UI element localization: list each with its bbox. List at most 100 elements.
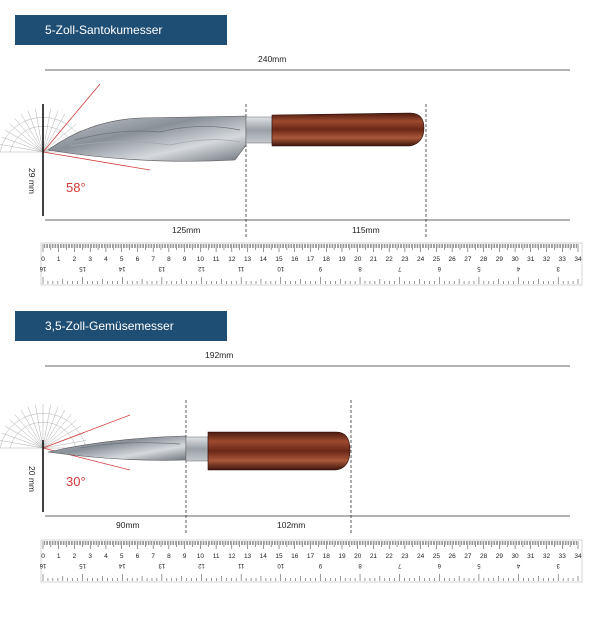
section1-angle-line-2 bbox=[42, 151, 151, 171]
ruler-top-number: 19 bbox=[338, 553, 346, 560]
ruler-bottom-number: 7 bbox=[397, 562, 401, 568]
ruler-top-number: 32 bbox=[543, 553, 551, 560]
protractor-ray bbox=[42, 113, 66, 153]
ruler-top-number: 2 bbox=[73, 553, 77, 560]
section1-title-banner: 5-Zoll-Santokumesser bbox=[15, 15, 227, 45]
ruler-bottom-number: 16 bbox=[39, 562, 46, 568]
protractor-ray bbox=[42, 414, 72, 449]
ruler-top-number: 15 bbox=[275, 256, 283, 263]
protractor-ray bbox=[0, 440, 44, 449]
ruler-top-number: 23 bbox=[401, 553, 409, 560]
ruler-top-number: 14 bbox=[260, 553, 268, 560]
ruler-top-number: 17 bbox=[307, 553, 315, 560]
ruler-top-number: 32 bbox=[543, 256, 551, 263]
ruler-top-number: 24 bbox=[417, 256, 425, 263]
ruler-top-number: 29 bbox=[496, 256, 504, 263]
protractor-ray bbox=[42, 440, 87, 449]
ruler-top-number: 28 bbox=[480, 256, 488, 263]
ruler-bottom-number: 6 bbox=[437, 562, 441, 568]
protractor-ray bbox=[42, 123, 77, 153]
ruler-top-number: 25 bbox=[433, 553, 441, 560]
protractor-ray bbox=[9, 123, 44, 153]
ruler-bottom-number: 9 bbox=[318, 562, 322, 568]
protractor-ray bbox=[14, 118, 44, 153]
ruler-top-number: 3 bbox=[88, 553, 92, 560]
ruler-bottom-number: 4 bbox=[516, 562, 520, 568]
ruler-bottom-number: 3 bbox=[556, 265, 560, 271]
section2-angle: 30° bbox=[66, 474, 86, 489]
ruler-top-number: 5 bbox=[120, 256, 124, 263]
ruler-bottom-number: 5 bbox=[477, 265, 481, 271]
ruler-bottom-number: 9 bbox=[318, 265, 322, 271]
ruler-top-number: 1 bbox=[57, 256, 61, 263]
ruler-top-number: 18 bbox=[323, 256, 331, 263]
ruler-top-number: 10 bbox=[197, 256, 205, 263]
ruler-top-number: 12 bbox=[228, 256, 236, 263]
section2-title-banner: 3,5-Zoll-Gemüsemesser bbox=[15, 311, 227, 341]
protractor-ray bbox=[4, 129, 44, 153]
protractor-ray bbox=[42, 108, 51, 153]
section1-handle-length: 115mm bbox=[352, 225, 380, 235]
ruler-top-number: 8 bbox=[167, 553, 171, 560]
ruler-top-number: 3 bbox=[88, 256, 92, 263]
ruler-top-number: 26 bbox=[449, 256, 457, 263]
protractor-ray bbox=[1, 432, 44, 449]
ruler-bottom-number: 7 bbox=[397, 265, 401, 271]
ruler-top-number: 27 bbox=[464, 553, 472, 560]
ruler-top-number: 19 bbox=[338, 256, 346, 263]
ruler-top-number: 7 bbox=[151, 553, 155, 560]
protractor-ray bbox=[35, 108, 44, 153]
section2-angle-line bbox=[42, 414, 131, 449]
ruler-top-number: 22 bbox=[386, 553, 394, 560]
ruler-top-number: 8 bbox=[167, 256, 171, 263]
ruler-bottom-number: 6 bbox=[437, 265, 441, 271]
ruler-top-number: 20 bbox=[354, 256, 362, 263]
ruler-frame bbox=[40, 539, 583, 583]
ruler-top-number: 11 bbox=[213, 256, 220, 263]
ruler-bottom-number: 8 bbox=[358, 265, 362, 271]
protractor-ray bbox=[9, 419, 44, 449]
protractor-ray bbox=[42, 406, 59, 449]
protractor-ray bbox=[42, 404, 51, 449]
ruler-top-number: 30 bbox=[511, 256, 519, 263]
ruler-top-number: 18 bbox=[323, 553, 331, 560]
section1-blade-length: 125mm bbox=[172, 225, 201, 235]
ruler-top-number: 31 bbox=[527, 553, 535, 560]
ruler-top-number: 9 bbox=[183, 553, 187, 560]
ruler-bottom-number: 11 bbox=[237, 562, 244, 568]
section1-title: 5-Zoll-Santokumesser bbox=[45, 23, 163, 37]
ruler-bottom-number: 12 bbox=[198, 562, 205, 568]
ruler-top-number: 16 bbox=[291, 553, 299, 560]
ruler-top-number: 27 bbox=[464, 256, 472, 263]
ruler-top-number: 21 bbox=[370, 256, 378, 263]
ruler-top-number: 28 bbox=[480, 553, 488, 560]
ruler-top-number: 31 bbox=[527, 256, 535, 263]
ruler-frame bbox=[40, 242, 583, 286]
ruler-top-number: 17 bbox=[307, 256, 315, 263]
ruler-bottom-number: 11 bbox=[237, 265, 244, 271]
ruler-top-number: 30 bbox=[511, 553, 519, 560]
ruler-bottom-number: 13 bbox=[158, 265, 165, 271]
ruler-top-number: 5 bbox=[120, 553, 124, 560]
protractor-ray bbox=[14, 414, 44, 449]
ruler-top-number: 12 bbox=[228, 553, 236, 560]
ruler-bottom-number: 14 bbox=[118, 562, 125, 568]
ruler-top-number: 33 bbox=[559, 256, 567, 263]
protractor-ray bbox=[42, 409, 66, 449]
protractor-ray bbox=[20, 113, 44, 153]
section1-angle-line bbox=[42, 83, 101, 153]
ruler-bottom-number: 8 bbox=[358, 562, 362, 568]
ruler-top-number: 23 bbox=[401, 256, 409, 263]
protractor-ray bbox=[42, 425, 82, 449]
ruler-top-number: 9 bbox=[183, 256, 187, 263]
ruler-top-number: 34 bbox=[574, 256, 582, 263]
section2-paring-knife bbox=[47, 431, 351, 471]
ruler-bottom-number: 13 bbox=[158, 562, 165, 568]
ruler-top-number: 6 bbox=[136, 256, 140, 263]
ruler-top-number: 16 bbox=[291, 256, 299, 263]
ruler-top-number: 22 bbox=[386, 256, 394, 263]
ruler-top-number: 33 bbox=[559, 553, 567, 560]
